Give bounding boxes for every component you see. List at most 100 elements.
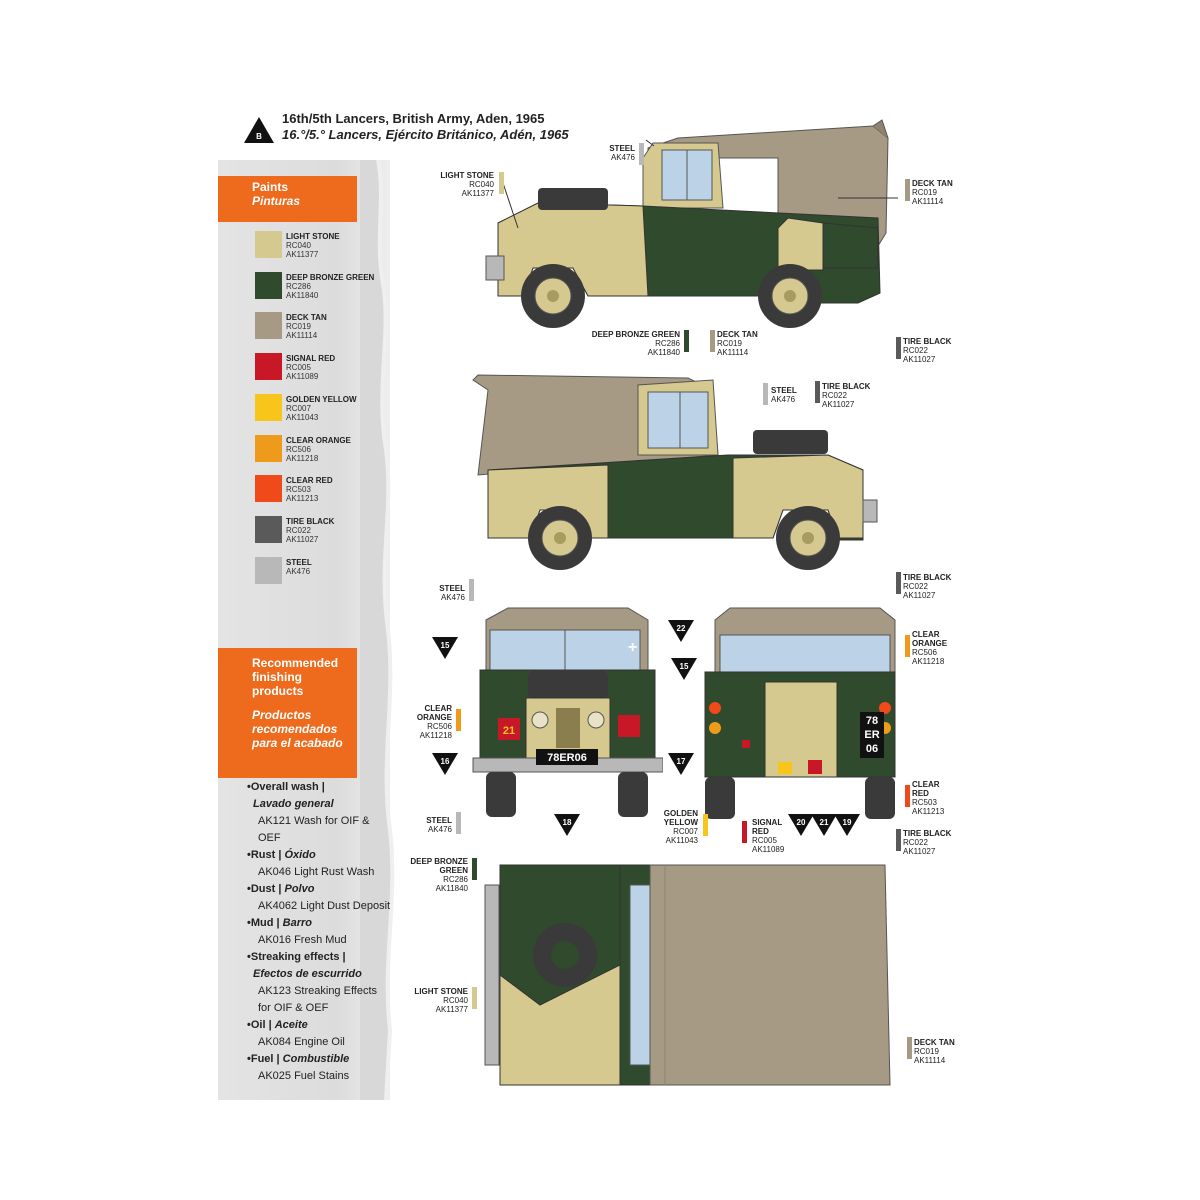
paint-swatch [255,353,282,380]
decal-marker-16: 16 [432,753,458,775]
finishing-item-title: •Fuel | Combustible [247,1053,350,1065]
paint-code-ak: AK11114 [286,331,318,340]
finishing-item-title: •Mud | Barro [247,917,312,929]
finishing-product: for OIF & OEF [258,1002,329,1014]
paint-name: TIRE BLACK [286,517,335,526]
finishing-item-title-es: Lavado general [253,798,334,810]
svg-text:15: 15 [441,641,450,650]
chip-steel-1 [639,143,644,165]
paint-code-rc: RC019 [286,322,311,331]
decal-marker-15b: 15 [671,658,697,680]
chip-steel-4 [456,812,461,834]
paints-heading: Paints Pinturas [218,176,357,222]
paint-name: SIGNAL RED [286,354,336,363]
paint-swatch [255,435,282,462]
chip-tire-black-4 [896,829,901,851]
page-subtitle: 16.°/5.° Lancers, Ejército Británico, Ad… [282,127,569,142]
decal-marker-15a: 15 [432,637,458,659]
paint-swatch [255,312,282,339]
finishing-product: AK046 Light Rust Wash [258,866,375,878]
paint-name: CLEAR RED [286,476,333,485]
paint-swatch [255,557,282,584]
finishing-item-title: •Overall wash | [247,781,325,793]
paint-code-ak: AK11218 [286,454,319,463]
paints-heading-en: Paints [252,180,289,194]
paint-name: DEEP BRONZE GREEN [286,273,375,282]
paint-code-rc: RC005 [286,363,311,372]
paint-code-ak: AK11043 [286,413,319,422]
chip-signal-red [742,821,747,843]
chip-deep-bronze-2 [472,858,477,880]
rear-plate-line-3: 06 [866,743,878,755]
finishing-item-title: •Rust | Óxido [247,849,316,861]
paint-code-ak: AK11027 [286,535,319,544]
paint-name: LIGHT STONE [286,232,340,241]
rear-plate-line-2: ER [864,729,879,741]
profile-letter-marker: B [244,117,274,143]
finishing-product: AK084 Engine Oil [258,1036,345,1048]
svg-text:22: 22 [677,624,686,633]
paint-swatch [255,475,282,502]
chip-deck-tan-2 [710,330,715,352]
paint-code-rc: AK476 [286,567,311,576]
finishing-heading-en-1: Recommended [252,656,339,670]
finishing-heading-es-1: Productos [252,708,312,722]
page-title: 16th/5th Lancers, British Army, Aden, 19… [282,111,545,126]
finishing-item-title-es: Efectos de escurrido [253,968,362,980]
paint-code-ak: AK11089 [286,372,319,381]
brush-edge [360,160,395,1100]
finishing-heading-es-2: recomendados [252,722,338,736]
chip-light-stone-1 [499,172,504,194]
vehicle-front-view: 21 78ER06 + [472,607,663,817]
finishing-heading-es-3: para el acabado [252,736,343,750]
chip-steel-2 [763,383,768,405]
chip-deck-tan-3 [907,1037,912,1059]
svg-text:15: 15 [680,662,689,671]
svg-text:16: 16 [441,757,450,766]
vehicle-left-side-view [485,119,898,328]
chip-golden-yellow [703,814,708,836]
paint-code-rc: RC040 [286,241,311,250]
chip-deck-tan-1 [905,179,910,201]
paint-swatch [255,516,282,543]
finishing-product: AK025 Fuel Stains [258,1070,350,1082]
paint-swatch [255,272,282,299]
paint-code-rc: RC007 [286,404,311,413]
paints-heading-es: Pinturas [252,194,301,208]
decal-marker-22: 22 [668,620,694,642]
finishing-item-title: •Oil | Aceite [247,1019,308,1031]
vehicle-right-side-view [472,374,878,570]
paint-name: CLEAR ORANGE [286,436,351,445]
paint-name: DECK TAN [286,313,327,322]
chip-tire-black-1 [896,337,901,359]
finishing-heading: Recommended finishing products Productos… [218,648,357,778]
finishing-product: AK123 Streaking Effects [258,985,378,997]
finishing-product: AK016 Fresh Mud [258,934,347,946]
paint-code-rc: RC506 [286,445,311,454]
vehicle-rear-view: 78 ER 06 [704,607,896,819]
chip-tire-black-2 [815,381,820,403]
paint-swatch [255,394,282,421]
svg-text:17: 17 [677,757,686,766]
paint-code-ak: AK11377 [286,250,319,259]
decal-marker-17: 17 [668,753,694,775]
chip-tire-black-3 [896,572,901,594]
